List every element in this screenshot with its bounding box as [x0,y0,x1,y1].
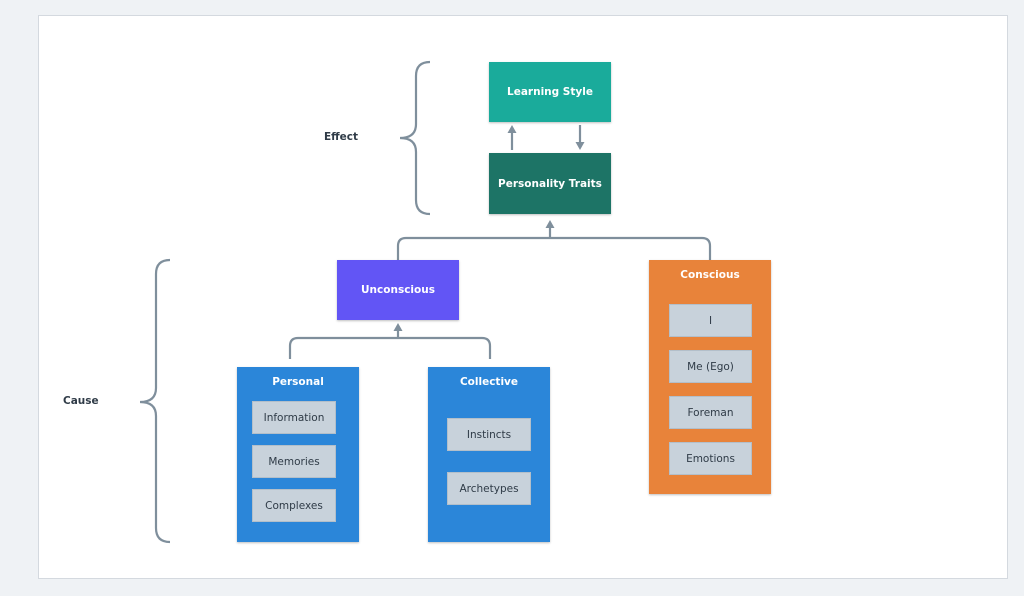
conscious-item[interactable]: I [669,304,752,337]
connector-to-personality [396,236,712,260]
collective-item[interactable]: Instincts [447,418,531,451]
connector-to-unconscious [288,336,492,359]
personal-title: Personal [272,376,324,388]
arrowhead-personality [545,220,555,228]
conscious-group[interactable]: Conscious I Me (Ego) Foreman Emotions [649,260,771,494]
collective-item[interactable]: Archetypes [447,472,531,505]
personality-traits-node[interactable]: Personality Traits [489,153,611,214]
conscious-item[interactable]: Foreman [669,396,752,429]
arrowhead-unconscious [393,323,403,331]
personal-item[interactable]: Complexes [252,489,336,522]
conscious-item[interactable]: Emotions [669,442,752,475]
effect-label: Effect [324,131,359,143]
arrowhead-down [575,142,585,150]
personal-group[interactable]: Personal Information Memories Complexes [237,367,359,542]
personal-item[interactable]: Memories [252,445,336,478]
unconscious-node[interactable]: Unconscious [337,260,459,320]
effect-brace [399,60,431,216]
conscious-title: Conscious [680,269,740,281]
collective-group[interactable]: Collective Instincts Archetypes [428,367,550,542]
cause-brace [139,258,171,544]
collective-title: Collective [459,376,519,388]
personal-item[interactable]: Information [252,401,336,434]
learning-style-node[interactable]: Learning Style [489,62,611,122]
cause-label: Cause [63,395,99,407]
conscious-item[interactable]: Me (Ego) [669,350,752,383]
arrowhead-up [507,125,517,133]
